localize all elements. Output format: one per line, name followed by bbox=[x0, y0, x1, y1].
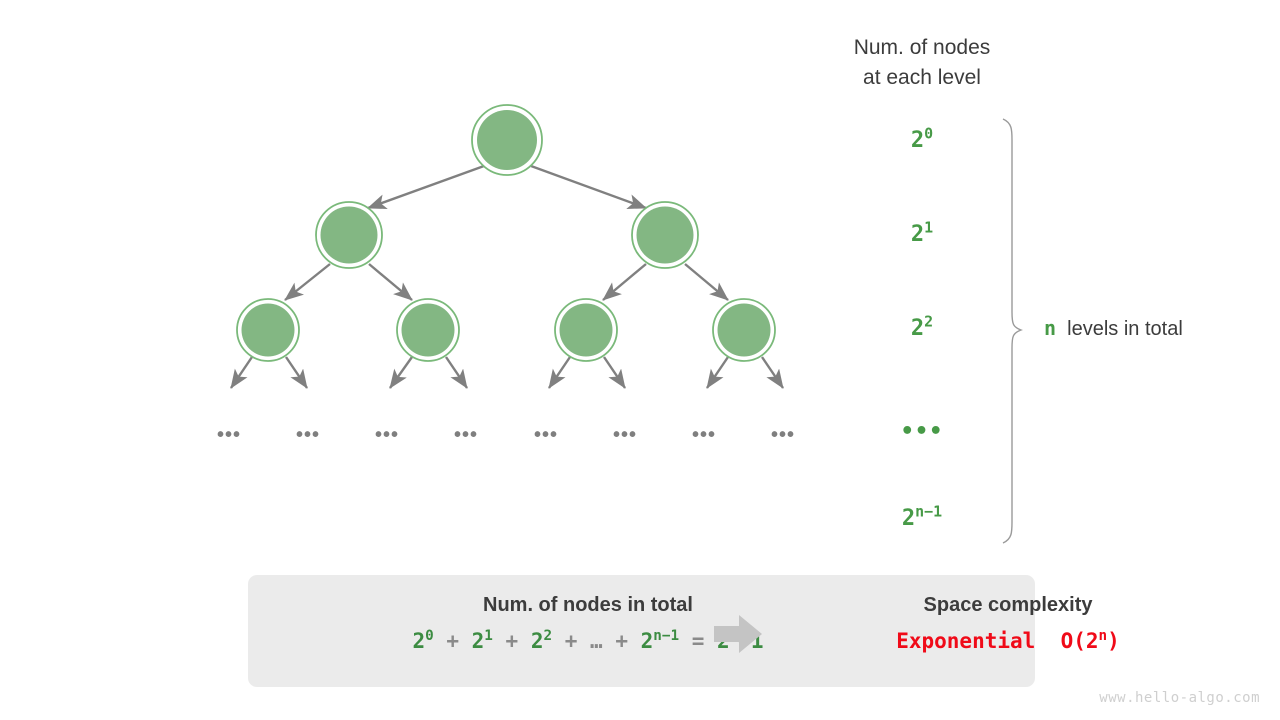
formula-part-9: = bbox=[679, 629, 717, 653]
tree-ellipsis: ••• bbox=[295, 424, 320, 446]
summary-left-block: Num. of nodes in total 20 + 21 + 22 + … … bbox=[308, 594, 868, 653]
summary-panel: Num. of nodes in total 20 + 21 + 22 + … … bbox=[248, 575, 1120, 687]
total-nodes-title: Num. of nodes in total bbox=[483, 594, 693, 616]
tree-node-l3-4 bbox=[712, 298, 776, 362]
formula-part-3: + bbox=[492, 629, 531, 653]
levels-column-header: Num. of nodes at each level bbox=[812, 33, 1032, 93]
level-count-2-base: 2 bbox=[910, 222, 925, 247]
tree-node-l2-1 bbox=[315, 201, 383, 269]
complexity-class-label: Exponential bbox=[896, 629, 1036, 653]
levels-total-label: n levels in total bbox=[1044, 316, 1183, 341]
formula-part-2: 21 bbox=[471, 628, 493, 653]
tree-ellipsis: ••• bbox=[691, 424, 716, 446]
formula-part-4: 22 bbox=[530, 628, 553, 653]
tree-edges bbox=[230, 164, 784, 389]
space-complexity-answer: Exponential O(2n) bbox=[788, 629, 1228, 653]
level-count-1-base: 2 bbox=[910, 128, 925, 153]
tree-node-l3-3 bbox=[554, 298, 618, 362]
tree-node-l3-2 bbox=[396, 298, 460, 362]
tree-ellipsis: ••• bbox=[612, 424, 637, 446]
tree-nodes bbox=[236, 104, 776, 362]
formula-part-8-exp: n−1 bbox=[653, 628, 680, 644]
tree-ellipsis: ••• bbox=[216, 424, 241, 446]
formula-part-1: + bbox=[433, 629, 472, 653]
level-count-ellipsis: ••• bbox=[900, 419, 944, 444]
level-count-last-base: 2 bbox=[901, 506, 916, 531]
tree-ellipsis: ••• bbox=[453, 424, 478, 446]
complexity-notation: O(2n) bbox=[1060, 628, 1120, 653]
tree-node-root bbox=[471, 104, 543, 176]
level-count-1: 20 bbox=[822, 124, 1022, 153]
levels-column-header-line1: Num. of nodes bbox=[853, 36, 991, 59]
levels-total-variable: n bbox=[1044, 316, 1057, 340]
level-count-2: 21 bbox=[822, 218, 1022, 247]
formula-part-6: … bbox=[590, 629, 603, 653]
level-count-last-exp: n−1 bbox=[915, 502, 943, 521]
formula-part-2-exp: 1 bbox=[484, 628, 493, 644]
watermark: www.hello-algo.com bbox=[1099, 690, 1260, 706]
tree-node-l2-2 bbox=[631, 201, 699, 269]
formula-part-5: + bbox=[552, 629, 591, 653]
space-complexity-title: Space complexity bbox=[923, 594, 1093, 616]
levels-total-text: levels in total bbox=[1067, 318, 1183, 340]
right-arrow-icon bbox=[714, 615, 762, 653]
level-count-3-base: 2 bbox=[910, 316, 925, 341]
tree-ellipsis: ••• bbox=[770, 424, 795, 446]
summary-right-block: Space complexity Exponential O(2n) bbox=[788, 594, 1228, 653]
formula-part-7: + bbox=[602, 629, 641, 653]
formula-part-8: 2n−1 bbox=[640, 628, 680, 653]
level-count-3-exp: 2 bbox=[924, 312, 934, 331]
tree-ellipsis: ••• bbox=[533, 424, 558, 446]
level-count-3: 22 bbox=[822, 312, 1022, 341]
formula-part-0: 20 bbox=[412, 628, 434, 653]
levels-column-header-line2: at each level bbox=[863, 66, 981, 89]
formula-part-0-exp: 0 bbox=[425, 628, 434, 644]
levels-brace bbox=[1002, 118, 1023, 544]
total-nodes-formula: 20 + 21 + 22 + … + 2n−1 = 2n−1 bbox=[308, 629, 868, 653]
level-count-last: 2n−1 bbox=[822, 502, 1022, 531]
tree-ellipsis: ••• bbox=[374, 424, 399, 446]
tree-node-l3-1 bbox=[236, 298, 300, 362]
formula-part-4-exp: 2 bbox=[543, 628, 553, 644]
level-count-2-exp: 1 bbox=[924, 218, 934, 237]
level-count-1-exp: 0 bbox=[924, 124, 934, 143]
